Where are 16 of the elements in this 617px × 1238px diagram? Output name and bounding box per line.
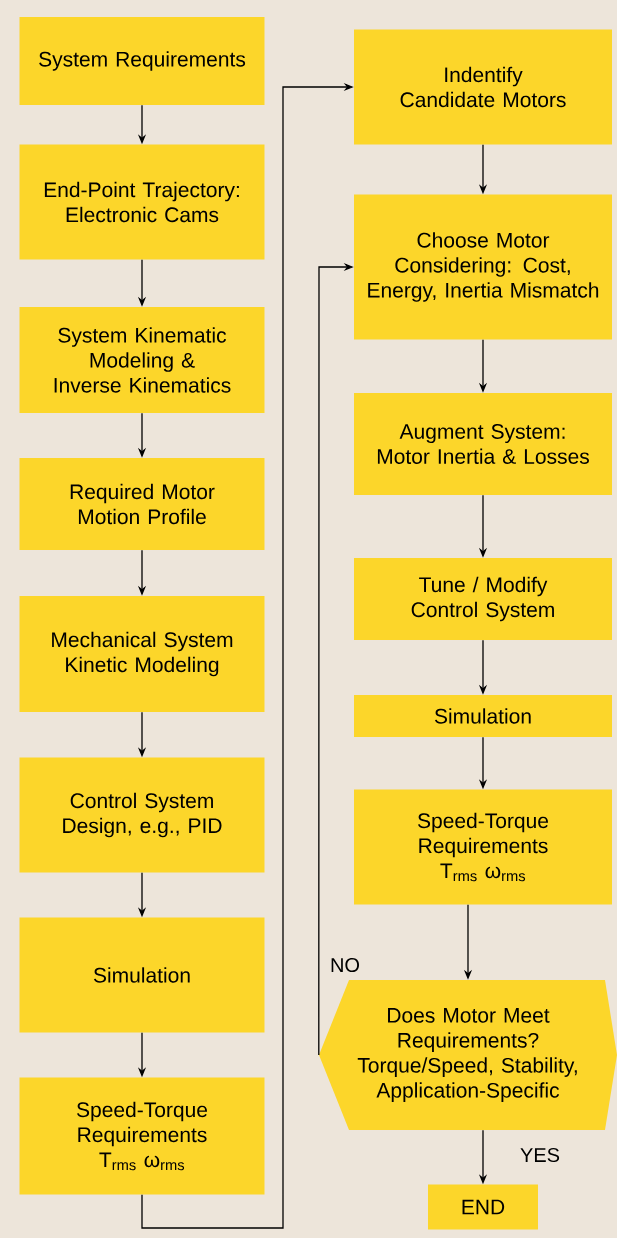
process-box: System Requirements xyxy=(19,17,265,105)
process-box: Simulation xyxy=(19,917,265,1033)
process-box: System Kinematic Modeling & Inverse Kinematics xyxy=(19,307,265,413)
process-box: Speed-Torque Requirements T$_{rms}$ ω$_{rms}$ xyxy=(19,1077,265,1195)
process-box: Indentify Candidate Motors xyxy=(354,29,612,145)
process-box: Mechanical System Kinetic Modeling xyxy=(19,596,265,712)
process-box: Control System Design, e.g., PID xyxy=(19,757,265,873)
process-box: Augment System: Motor Inertia & Losses xyxy=(354,393,612,495)
process-box: Speed-Torque Requirements T$_{rms}$ ω$_{rms}$ xyxy=(354,789,612,905)
process-box: Choose Motor Considering: Cost, Energy, Inertia Mismatch xyxy=(354,194,612,340)
process-box: Required Motor Motion Profile xyxy=(19,458,265,550)
process-box: End-Point Trajectory: Electronic Cams xyxy=(19,144,265,260)
end-box: END xyxy=(428,1184,538,1230)
decision-hexagon: Does Motor Meet Requirements? Torque/Speed, Stability, Application-Specific xyxy=(319,980,617,1130)
process-box: Simulation xyxy=(354,695,612,737)
process-box: Tune / Modify Control System xyxy=(354,558,612,640)
